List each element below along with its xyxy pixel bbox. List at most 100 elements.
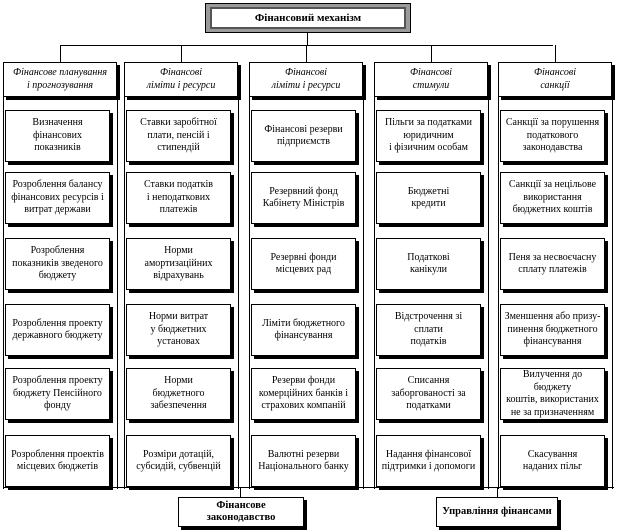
column-1-item-2-line: витрат держави xyxy=(24,204,91,216)
column-2-item-2-line: Ставки податків xyxy=(144,179,213,191)
bottom-box-financial-legislation: Фінансове законодавство xyxy=(178,497,304,527)
column-3-item-1-line: Фінансові резерви xyxy=(264,123,343,135)
column-3-item-6-line: Валютні резерви xyxy=(267,448,340,460)
column-4-item-1-line: і фізичним особам xyxy=(389,142,468,154)
column-header-2-line: ліміти і ресурси xyxy=(146,79,216,91)
column-2-item-4-line: у бюджетних xyxy=(150,323,207,335)
bottom-box-financial-legislation-line: Фінансове законодавство xyxy=(206,499,276,524)
column-4-item-2-line: Бюджетні xyxy=(407,185,450,197)
column-4-item-4-line: Відстрочення зі сплати xyxy=(394,311,463,335)
column-2-item-5-line: Норми xyxy=(164,375,193,387)
column-3-item-3-line: Резервні фонди xyxy=(270,251,337,263)
column-3-item-1-line: підприємств xyxy=(276,136,331,147)
column-4-item-2-line: кредити xyxy=(411,198,446,209)
column-frame-left xyxy=(124,79,125,489)
column-3-item-3-line: місцевих рад xyxy=(275,264,332,275)
column-1-item-3-line: бюджету xyxy=(38,270,77,282)
column-frame-right xyxy=(238,79,239,489)
column-header-1-line: і прогнозування xyxy=(26,79,94,91)
connector-title-stem xyxy=(307,33,308,45)
column-frame-left xyxy=(3,79,4,489)
column-4-item-3-line: Податкові xyxy=(407,251,450,263)
column-3-item-5-line: страхових компаній xyxy=(261,400,346,412)
column-2-item-1-line: стипендій xyxy=(157,142,200,154)
column-5-item-3-line: сплату платежів xyxy=(518,264,587,275)
column-frame-right xyxy=(117,79,118,489)
column-header-2-line: Фінансові xyxy=(159,67,203,78)
column-5-item-1-line: Санкції за порушення xyxy=(505,117,600,129)
column-3-item-2-line: Кабінету Міністрів xyxy=(262,198,345,209)
connector-to-column-3 xyxy=(306,45,307,62)
column-5-item-5-line: не за призначенням xyxy=(510,406,595,418)
column-2-item-2-line: і неподаткових xyxy=(146,191,211,203)
column-1-item-4-line: Розроблення проекту xyxy=(12,317,103,329)
column-5-item-5-line: Вилучення до бюджету xyxy=(522,369,583,393)
column-1-item-1-line: показників xyxy=(34,142,81,154)
column-2-item-2-line: платежів xyxy=(159,204,198,216)
column-1-item-2-line: фінансових ресурсів і xyxy=(11,191,104,203)
column-2-item-3-line: відрахувань xyxy=(153,270,204,282)
column-4-item-6-line: Надання фінансової xyxy=(385,448,472,460)
column-1-item-2-line: Розроблення балансу xyxy=(12,179,103,191)
title-box: Фінансовий механізм xyxy=(210,7,406,29)
column-3-item-4-line: Ліміти бюджетного xyxy=(262,317,345,329)
column-4-item-1-line: Пільги за податками xyxy=(385,117,472,129)
bottom-bracket-line xyxy=(3,487,614,488)
connector-to-column-5 xyxy=(555,45,556,62)
column-1-item-1-line: фінансових xyxy=(33,129,82,141)
column-3-item-2-line: Резервний фонд xyxy=(269,185,338,197)
column-header-1-line: Фінансове планування xyxy=(13,67,107,78)
column-2-item-3-line: амортизаційних xyxy=(144,257,213,269)
column-1-item-5-line: Розроблення проекту xyxy=(12,375,103,387)
column-2-item-5-line: бюджетного xyxy=(152,387,205,399)
column-header-4-line: Фінансові xyxy=(409,67,453,78)
column-2-item-4-line: Норми витрат xyxy=(148,311,209,323)
connector-to-column-1 xyxy=(60,45,61,62)
column-5-item-4-line: пинення бюджетного xyxy=(507,323,598,335)
column-header-3-line: ліміти і ресурси xyxy=(271,79,341,91)
column-header-5-line: Фінансові xyxy=(533,67,577,78)
column-3-item-6-line: Національного банку xyxy=(258,461,349,472)
column-1-item-1-line: Визначення xyxy=(32,117,83,129)
column-header-4-line: стимули xyxy=(412,79,450,91)
column-2-item-1-line: Ставки заробітної xyxy=(140,117,217,129)
column-4-item-1-line: юридичним xyxy=(403,129,454,141)
bottom-box-finance-management-line: Управління фінансами xyxy=(442,505,552,517)
column-1-item-5-line: бюджету Пенсійного xyxy=(13,387,102,399)
column-5-item-5-line: коштів, використаних xyxy=(506,394,599,405)
column-2-item-1-line: плати, пенсій і xyxy=(147,129,210,141)
column-5-item-3-line: Пеня за несвоєчасну xyxy=(508,251,597,263)
column-5-item-2-line: Санкції за нецільове xyxy=(508,179,597,191)
column-4-item-5-line: заборгованості за xyxy=(391,387,466,399)
column-frame-right xyxy=(488,79,489,489)
column-3-item-5-line: комерційних банків і xyxy=(258,387,349,399)
bottom-box-finance-management: Управління фінансами xyxy=(436,497,558,527)
column-5-item-2-line: використання xyxy=(523,191,582,203)
column-2-item-6: Розміри дотацій,субсидій, субвенцій xyxy=(126,435,231,487)
column-5-item-4-line: Зменшення або призу- xyxy=(504,311,601,323)
column-5-item-2-line: бюджетних коштів xyxy=(512,204,593,216)
